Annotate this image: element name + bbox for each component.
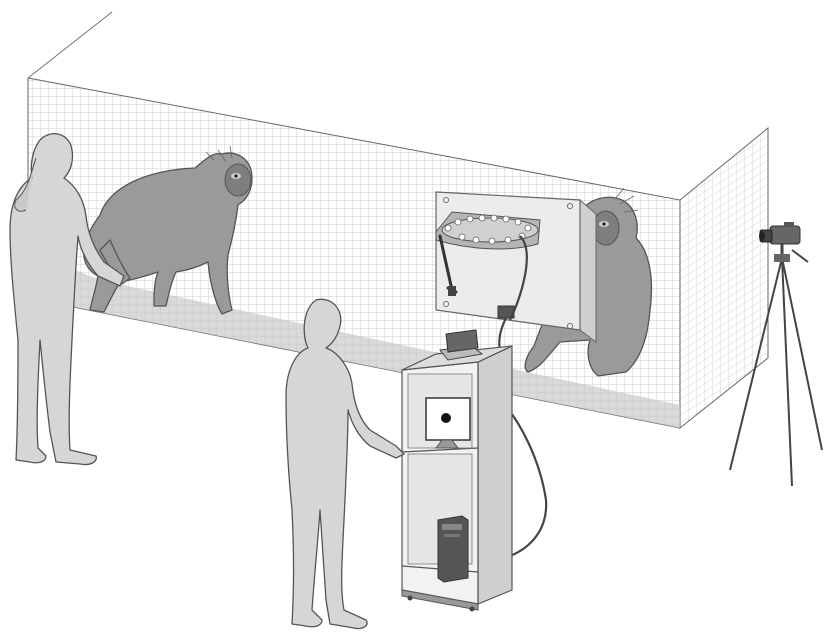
computer-tower — [438, 516, 468, 582]
monitor — [426, 398, 470, 448]
stimulus-dot — [441, 413, 451, 423]
enclosure-side-wall — [680, 128, 768, 428]
